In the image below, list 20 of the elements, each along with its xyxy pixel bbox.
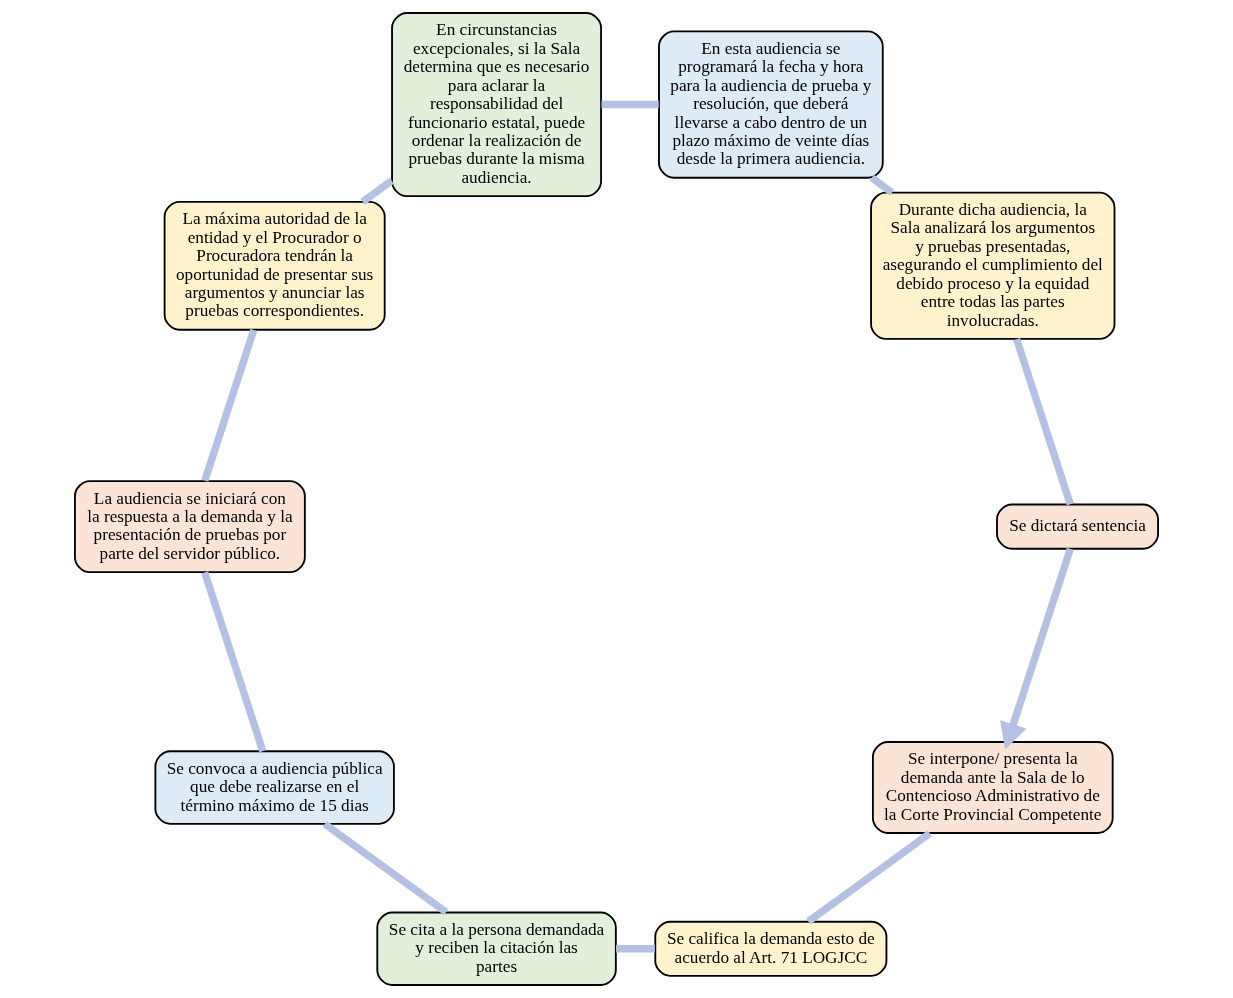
connector xyxy=(601,100,659,109)
node-box: Se interpone/ presenta la demanda ante la Sala de lo Contencioso Administrativo de la Corte Provincial Competente xyxy=(872,741,1114,834)
node-box: Se convoca a audiencia pública que debe realizarse en el término máximo de 15 dias xyxy=(154,750,395,825)
node-box: En circunstancias excepcionales, si la Sala determina que es necesario para aclarar la responsabilidad del funcionario estatal, puede ordenar la realización de pruebas durante la misma audiencia. xyxy=(391,12,602,198)
connector xyxy=(322,821,449,916)
connector xyxy=(869,174,895,196)
node-box: Se dictará sentencia xyxy=(996,503,1159,550)
connector xyxy=(1013,338,1074,506)
connector xyxy=(616,945,655,953)
connector xyxy=(806,830,932,925)
node-box: La audiencia se iniciará con la respuesta a la demanda y la presentación de pruebas por parte del servidor público. xyxy=(74,480,306,574)
connector xyxy=(360,177,394,205)
node-box: En esta audiencia se programará la fecha y hora para la audiencia de prueba y resolución, que deberá llevarse a cabo dentro de un plazo máximo de veinte días desde la primera audiencia. xyxy=(658,30,884,179)
arrow xyxy=(1000,547,1074,750)
connector xyxy=(201,328,258,482)
connector xyxy=(201,571,267,753)
node-box: Durante dicha audiencia, la Sala analizará los argumentos y pruebas presentadas, asegurando el cumplimiento del debido proceso y la equidad entre todas las partes involucradas. xyxy=(870,191,1116,340)
node-box: Se cita a la persona demandada y reciben la citación las partes xyxy=(376,911,617,986)
node-box: La máxima autoridad de la entidad y el Procurador o Procuradora tendrán la oportunidad de presentar sus argumentos y anunciar las pruebas correspondientes. xyxy=(163,200,386,331)
node-box: Se califica la demanda esto de acuerdo al Art. 71 LOGJCC xyxy=(654,920,888,977)
